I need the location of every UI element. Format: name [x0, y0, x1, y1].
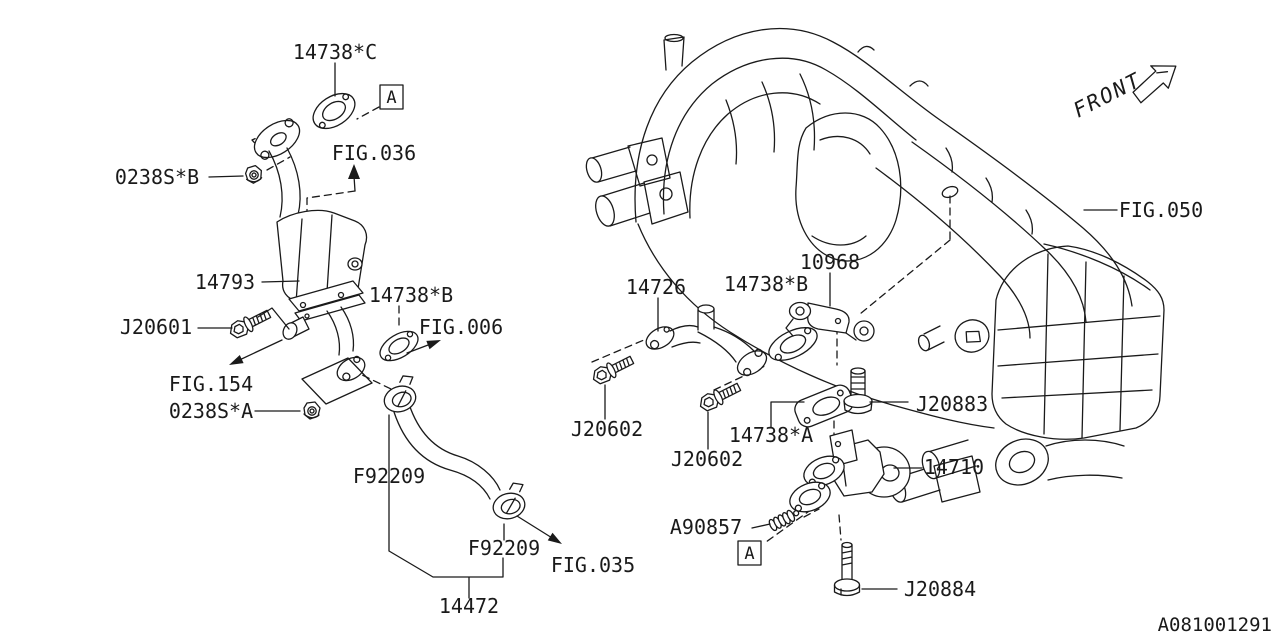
label-fig035: FIG.035	[551, 553, 635, 577]
label-0238sb: 0238S*B	[115, 165, 199, 189]
stud-a90857	[768, 509, 800, 532]
intake-manifold-drawing	[585, 27, 1165, 503]
label-j20602-right: J20602	[671, 447, 743, 471]
label-14738b-right: 14738*B	[724, 272, 808, 296]
fig154-arrowhead	[229, 355, 244, 365]
label-14472: 14472	[439, 594, 499, 618]
drawing-number: A081001291	[1158, 614, 1272, 636]
label-f92209-upper: F92209	[353, 464, 425, 488]
gasket-14738b-left	[379, 330, 419, 362]
label-fig006: FIG.006	[419, 315, 503, 339]
stud-j20883	[843, 367, 873, 415]
figure-arrows	[229, 164, 562, 544]
clamp-f92209-upper	[377, 372, 423, 417]
bolt-j20601-leader-zigzag	[257, 307, 290, 330]
label-a90857: A90857	[670, 515, 742, 539]
label-14793: 14793	[195, 270, 255, 294]
nut-0238sb	[243, 164, 264, 185]
label-j20884: J20884	[904, 577, 976, 601]
gasket-14738b-right	[768, 327, 818, 361]
bolt-j20602-left	[589, 352, 637, 388]
label-14726: 14726	[626, 275, 686, 299]
marker-a-bottom: A	[737, 540, 762, 566]
valve-14710	[789, 429, 911, 513]
label-14738c: 14738*C	[293, 40, 377, 64]
label-0238sa: 0238S*A	[169, 399, 253, 423]
nut-0238sa	[303, 401, 321, 420]
egr-pipe-14793	[253, 118, 373, 405]
marker-a-top-letter: A	[386, 88, 396, 108]
front-arrow	[1132, 65, 1177, 104]
valve-10968	[785, 301, 875, 342]
label-14710: 14710	[924, 455, 984, 479]
gasket-14738c	[312, 92, 356, 130]
pipe-14726	[645, 304, 768, 377]
label-j20601: J20601	[120, 315, 192, 339]
fig036-arrowhead	[348, 164, 360, 179]
label-f92209-lower: F92209	[468, 536, 540, 560]
label-fig050: FIG.050	[1119, 198, 1203, 222]
label-front: FRONT	[1069, 68, 1145, 123]
leader-lines	[197, 62, 1118, 599]
label-14738a: 14738*A	[729, 423, 813, 447]
label-fig154: FIG.154	[169, 372, 253, 396]
hose-14472	[393, 403, 501, 500]
label-j20883: J20883	[916, 392, 988, 416]
label-14738b-left: 14738*B	[369, 283, 453, 307]
marker-a-top: A	[379, 84, 404, 110]
fig035-arrowhead	[547, 532, 562, 544]
label-j20602-left: J20602	[571, 417, 643, 441]
marker-a-bottom-letter: A	[744, 544, 754, 564]
label-fig036: FIG.036	[332, 141, 416, 165]
bolt-j20602-right	[696, 379, 744, 415]
part-labels: 14738*C FIG.036 0238S*B 14793 J20601 FIG…	[115, 40, 1272, 636]
fig006-arrowhead	[426, 340, 441, 350]
clamp-f92209-lower	[487, 480, 532, 523]
bolt-j20884	[833, 541, 861, 597]
label-10968: 10968	[800, 250, 860, 274]
